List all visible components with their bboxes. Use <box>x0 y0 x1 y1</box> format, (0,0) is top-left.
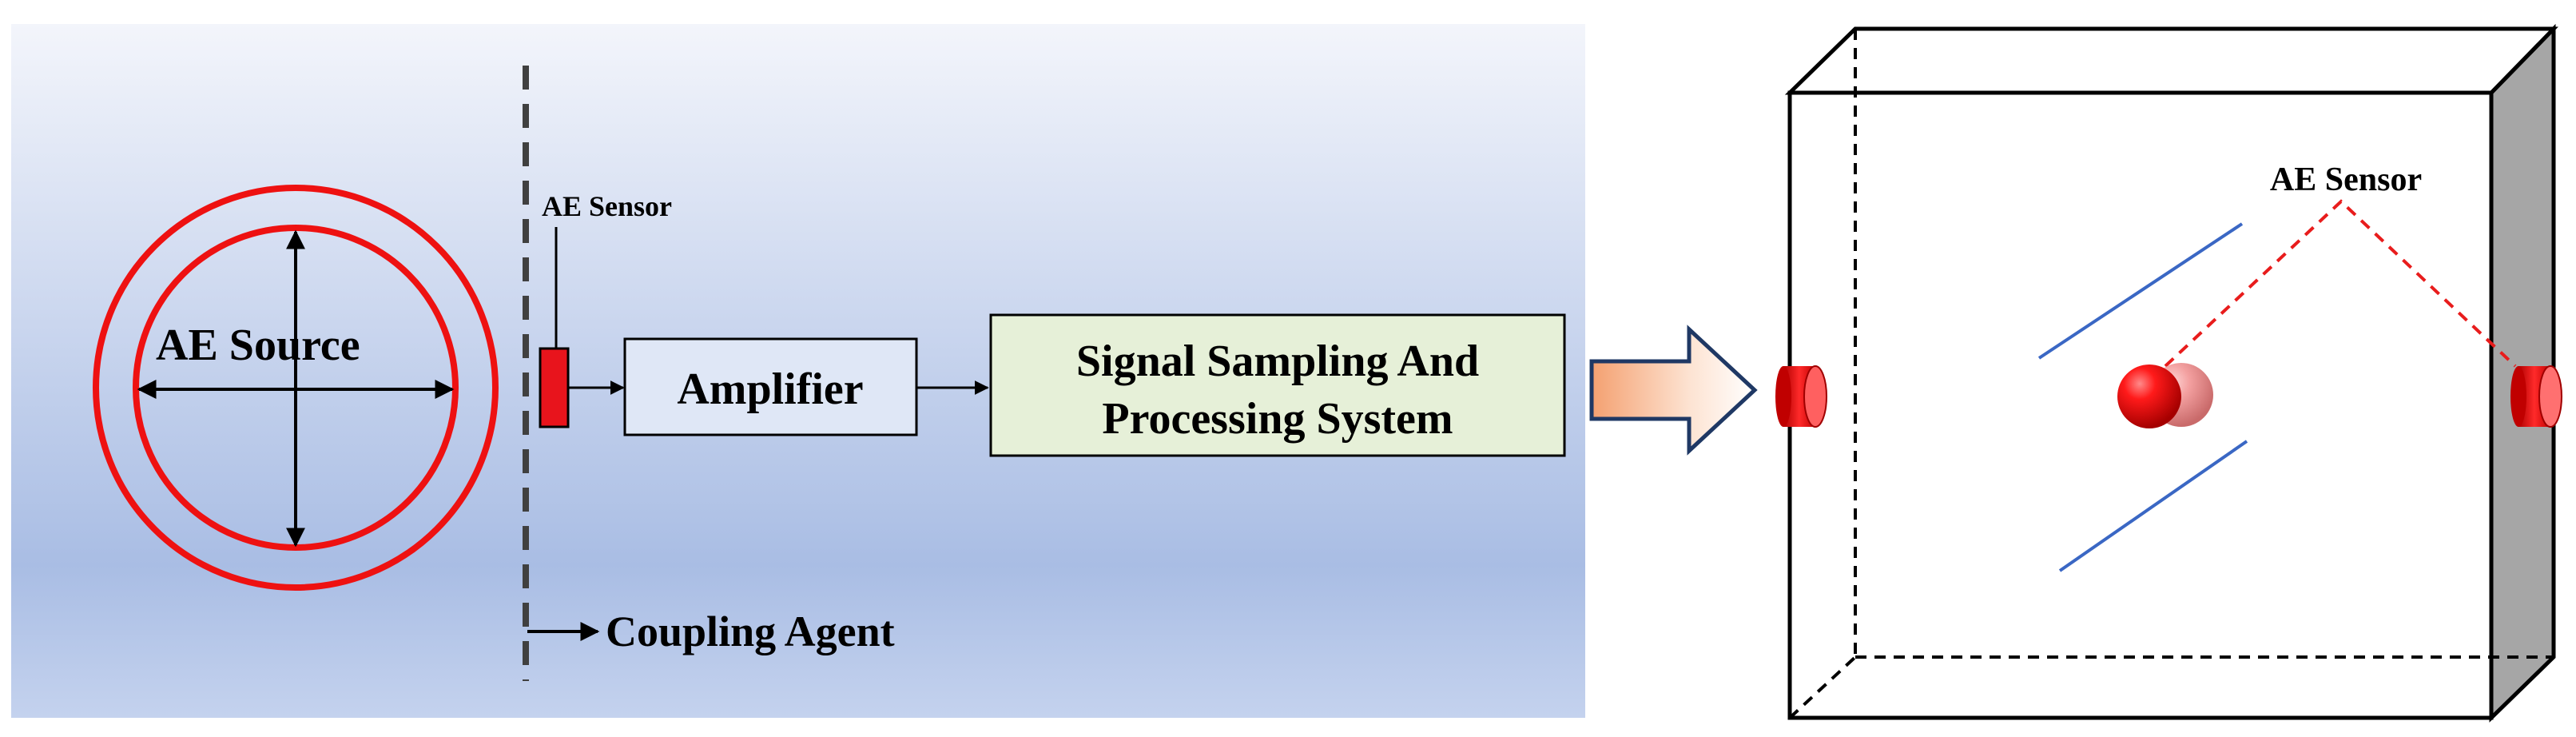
system-label-line2: Processing System <box>1102 394 1453 444</box>
system-label-line1: Signal Sampling And <box>1076 337 1479 386</box>
cube-left-sensor-cap <box>1803 365 1827 428</box>
cube-left-sensor <box>1775 365 1827 428</box>
crack-line-upper <box>2037 222 2244 360</box>
cube-right-sensor-cap <box>2538 365 2562 428</box>
left-ae-sensor-label: AE Sensor <box>542 190 672 222</box>
signal-processing-system: Signal Sampling And Processing System <box>989 313 1566 457</box>
inner-ring <box>133 225 459 551</box>
source-ball <box>2117 365 2181 428</box>
left-sensor-block <box>539 347 570 428</box>
hidden-edge-diagonal <box>1788 655 1857 719</box>
amplifier-box <box>623 337 918 436</box>
ae-source-label: AE Source <box>156 321 360 370</box>
cube-right-sensor-back <box>2510 366 2526 427</box>
outer-ring <box>93 185 499 591</box>
system-box <box>989 313 1566 457</box>
crack-line-lower <box>2058 440 2248 572</box>
sensor-leader-dashed <box>2164 199 2517 368</box>
amplifier-label: Amplifier <box>677 365 863 414</box>
left-ae-sensor: AE Sensor <box>539 190 672 428</box>
cube-top-face <box>1784 26 2558 95</box>
cube-right-sensor <box>2510 365 2562 428</box>
right-ae-sensor-label: AE Sensor <box>2270 161 2422 198</box>
amplifier: Amplifier <box>623 337 918 436</box>
coupling-agent-label: Coupling Agent <box>606 608 895 655</box>
block-arrow <box>1589 325 1758 456</box>
specimen-cube <box>1784 23 2558 723</box>
ae-source: AE Source <box>93 185 499 591</box>
cube-left-sensor-back <box>1775 366 1791 427</box>
